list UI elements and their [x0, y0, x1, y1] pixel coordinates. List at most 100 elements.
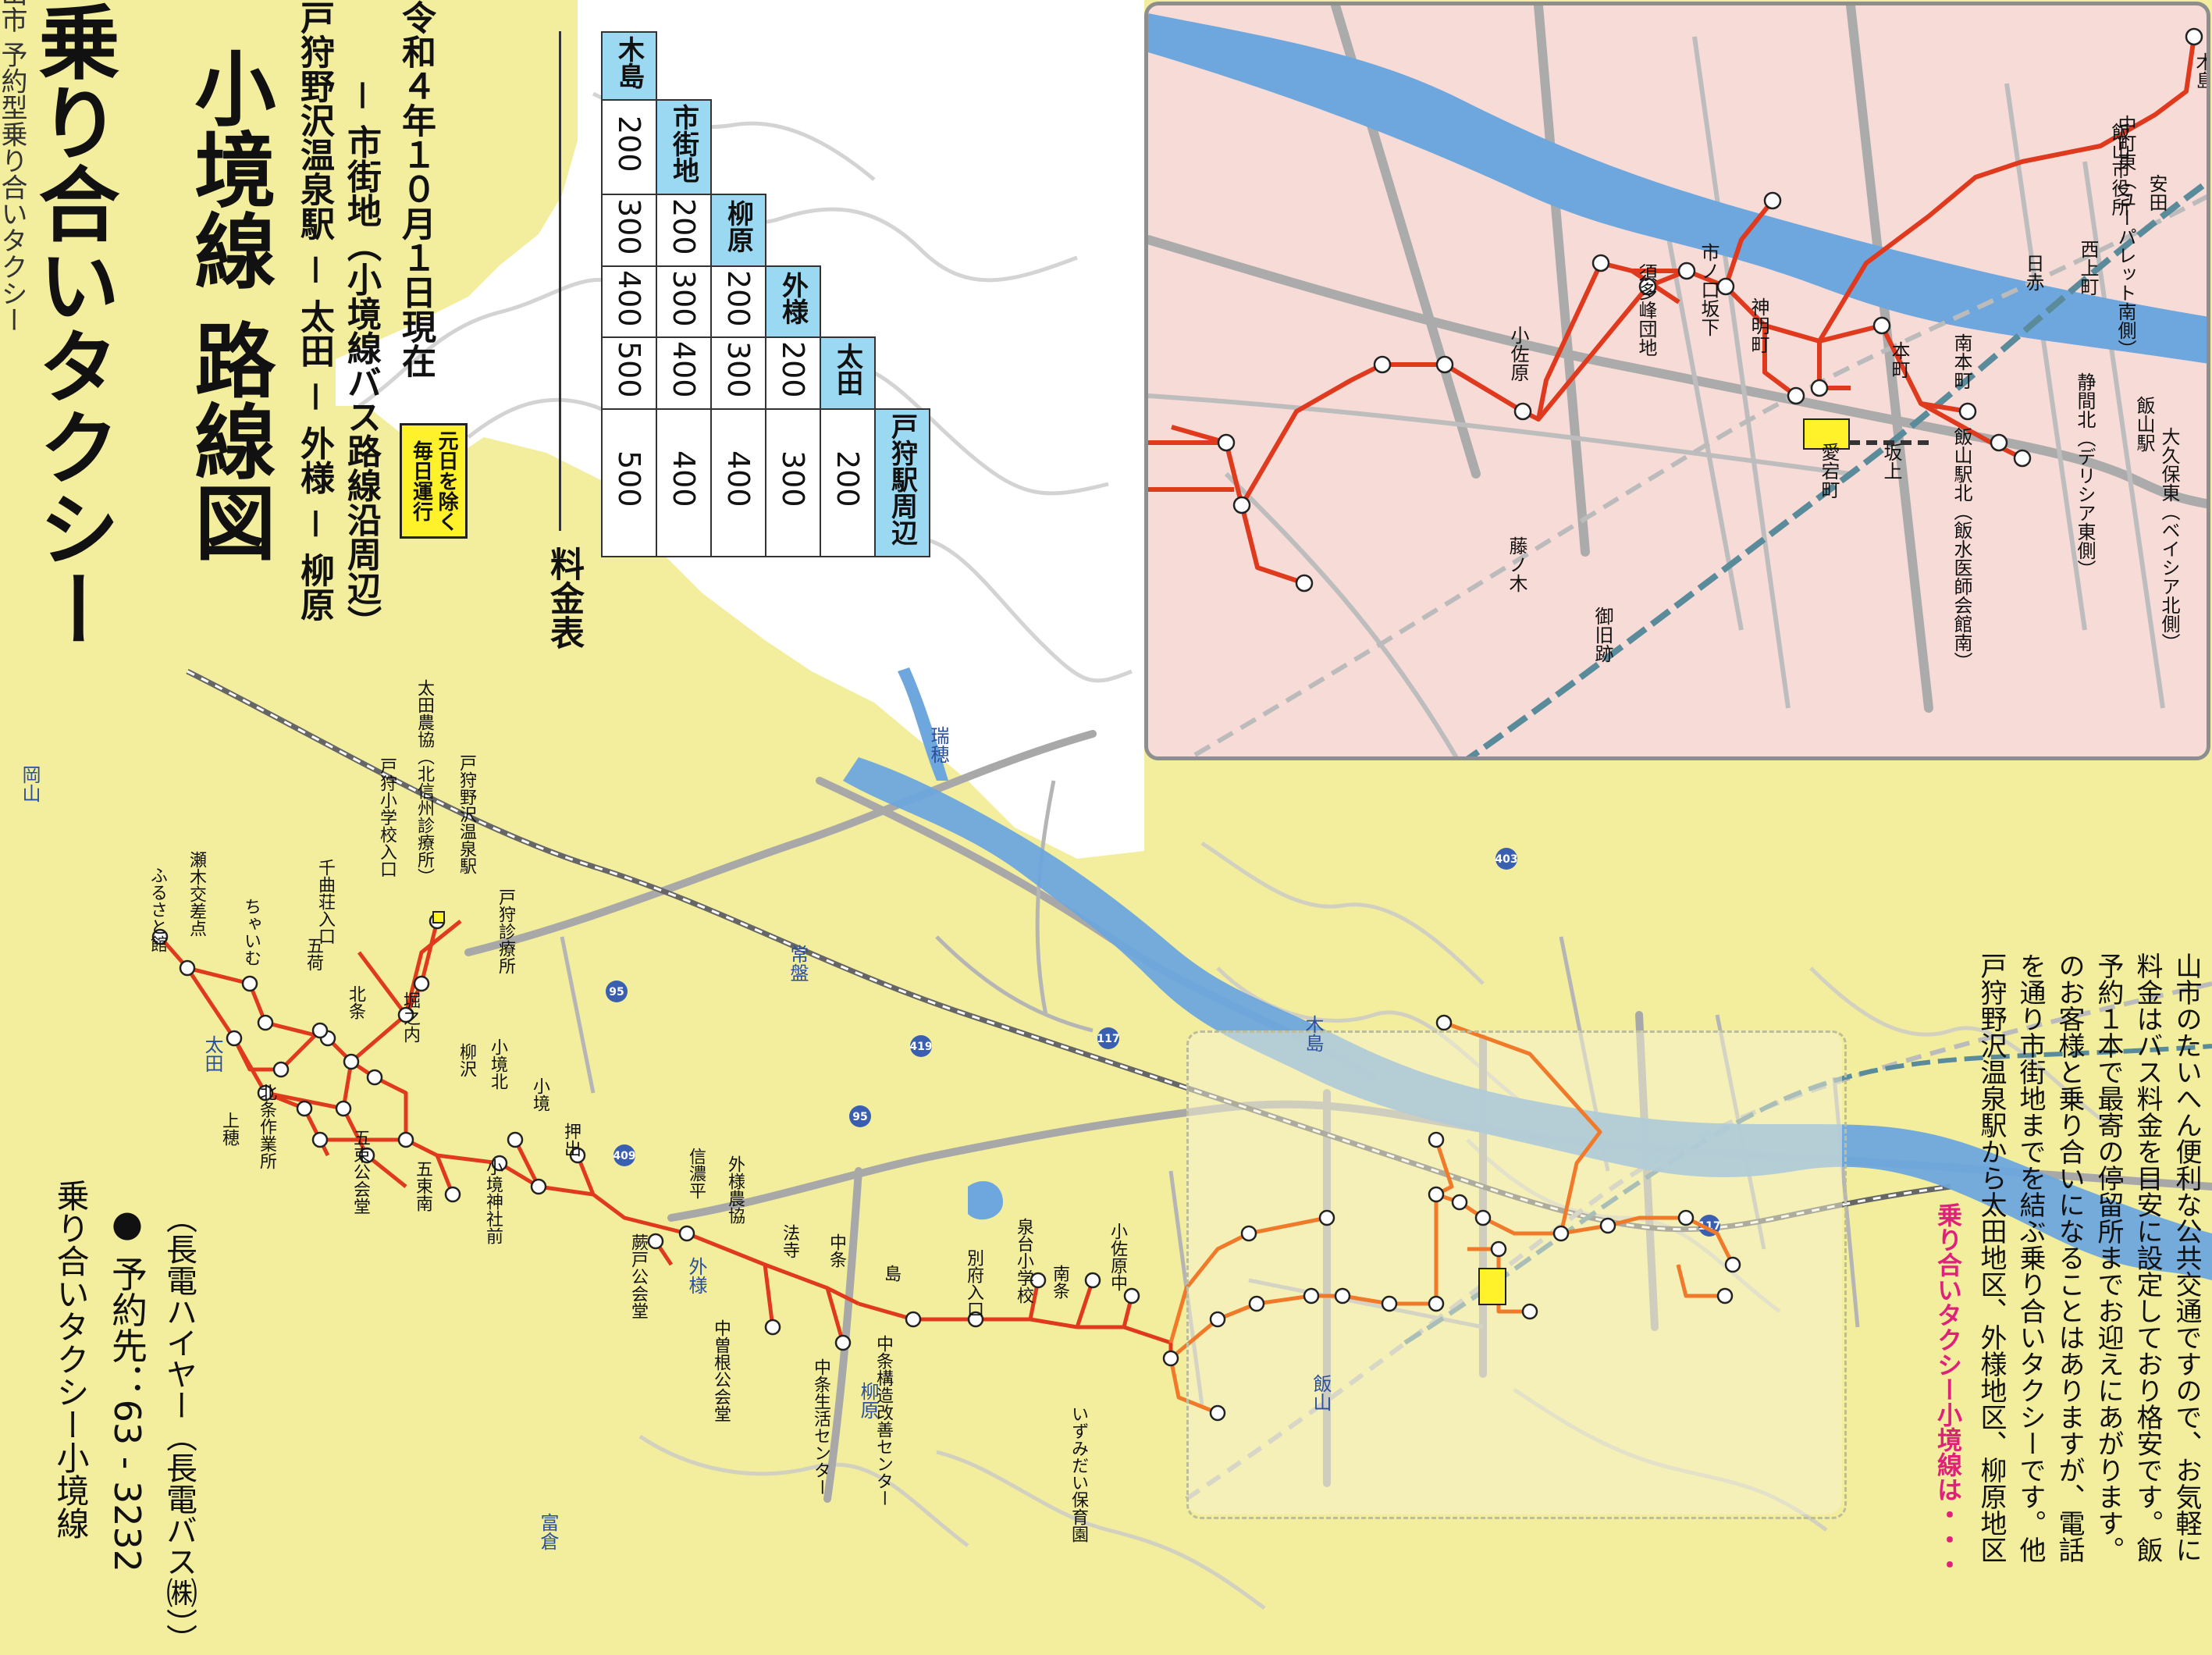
description-line-1: 戸狩野沢温泉駅から太田地区、外様地区、柳原地区	[1976, 952, 2007, 1563]
inset-stop-nakamachi-higashi: 中町東（ユーパレット南側）	[2114, 115, 2136, 358]
fare-value-cell: 500	[612, 341, 646, 398]
route-line-1: 戸狩野沢温泉駅 － 太田 － 外様 － 柳原	[294, 0, 334, 621]
stop-chikumaso: 千曲荘入口	[315, 859, 335, 945]
fare-value-cell: 400	[667, 450, 701, 507]
fare-value-cell: 300	[721, 341, 756, 398]
inset-stop-shinmeicho: 神明町	[1748, 297, 1769, 354]
fare-header-cell: 柳原	[722, 200, 754, 254]
stop-kosawara-naka: 小佐原中	[1108, 1223, 1127, 1291]
inset-stop-sakaue: 坂上	[1880, 443, 1902, 480]
page-subtitle: 小境線 路線図	[180, 47, 276, 563]
stop-yanagisawa: 柳沢	[457, 1043, 476, 1077]
page-title: 乗り合いタクシー	[24, 0, 119, 650]
inset-stop-atagocho: 愛宕町	[1818, 443, 1840, 499]
inset-stop-sudamine: 須多峰団地	[1635, 263, 1657, 357]
svg-text:95: 95	[852, 1111, 867, 1123]
stop-goka: 五荷	[304, 937, 323, 971]
area-ota: 太田	[201, 1035, 223, 1073]
stop-kozakai-shrine: 小境神社前	[483, 1158, 503, 1244]
area-yanagihara: 柳原	[857, 1382, 879, 1419]
fare-table: 木島 200 市街地 300 200 柳原 400 300 200 外様 500 400 300 200 太…	[601, 31, 930, 557]
inset-stop-fujinoki: 藤ノ木	[1506, 536, 1527, 593]
stop-warabido: 蕨戸公会堂	[628, 1233, 648, 1319]
area-iiyama: 飯山	[1310, 1374, 1332, 1411]
stop-oshide: 押出	[561, 1123, 581, 1157]
description-line-2: を通り市街地までを結ぶ乗り合いタクシーです。他	[2015, 952, 2046, 1563]
fare-title-line	[559, 31, 561, 531]
pond	[968, 1180, 1003, 1220]
route-line-2: － 市街地（小境線バス路線沿周辺）	[341, 78, 381, 640]
contact-name: 乗り合いタクシー小境線	[52, 1179, 90, 1539]
stop-chujo-center: 中条生活センター	[811, 1358, 830, 1496]
svg-text:409: 409	[613, 1150, 635, 1162]
stop-chujo-kaizen: 中条構造改善センター	[873, 1335, 893, 1507]
inset-stop-kijima: 木島	[2192, 52, 2210, 90]
stop-shinanodaira: 信濃平	[686, 1148, 706, 1199]
stop-hoji: 法寺	[780, 1224, 799, 1258]
fare-header-cell: 太田	[831, 343, 863, 397]
fare-header-cell: 戸狩駅周辺	[886, 412, 918, 546]
svg-text:95: 95	[609, 986, 624, 998]
stop-segi: 瀬木交差点	[187, 851, 206, 937]
inset-stop-shizuma-kita: 静間北（デリシア東側）	[2074, 372, 2096, 578]
stop-ota-nokyo: 太田農協（北信州診療所）	[414, 679, 434, 885]
stop-hojo-sagyosho: 北条作業所	[257, 1084, 276, 1169]
fare-value-cell: 300	[667, 269, 701, 327]
operation-badge: 元日を除く 毎日運行	[400, 423, 468, 539]
inset-map: 木島 飯山市役所 安田 日赤 西上町 本町 南本町 市ノ口坂下 須多峰団地 神明…	[1144, 2, 2210, 760]
stop-furusatokan: ふるさと館	[148, 867, 167, 952]
stop-itsuka-minami: 五束南	[413, 1160, 432, 1212]
area-tokiwa: 常盤	[787, 945, 809, 982]
inset-stop-iiyama-north: 飯山駅北（飯水医師会館南）	[1951, 427, 1972, 671]
stop-togari-station: 戸狩野沢温泉駅	[457, 754, 476, 874]
fare-value-cell: 200	[612, 115, 646, 173]
stop-kozakai: 小境	[530, 1077, 549, 1112]
fare-value-cell: 200	[776, 341, 810, 398]
stop-nanjo: 南条	[1050, 1265, 1069, 1299]
effective-date: 令和４年１０月１日現在	[396, 0, 436, 378]
area-tomikura: 富倉	[537, 1513, 559, 1550]
inset-river	[1148, 13, 2207, 364]
description-line-3: のお客様と乗り合いになることはありますが、電話	[2054, 952, 2085, 1563]
inset-stop-okubo-higashi: 大久保東（ベイシア北側）	[2158, 427, 2180, 652]
fare-value-cell: 200	[667, 198, 701, 255]
area-okayama: 岡山	[19, 765, 41, 803]
inset-stop-city-hall: 飯山市役所	[2108, 123, 2130, 216]
togari-station-marker	[432, 911, 445, 924]
inset-stop-minamihonmachi: 南本町	[1951, 333, 1972, 390]
fare-header-cell: 外様	[777, 271, 809, 325]
inset-stop-honmachi: 本町	[1888, 341, 1910, 379]
fare-header-cell: 木島	[613, 36, 645, 89]
tributary	[898, 667, 948, 781]
inset-stop-nishikamimachi: 西上町	[2077, 240, 2099, 296]
inset-stop-nisseki: 日赤	[2022, 254, 2044, 291]
stop-togari-school: 戸狩小学校入口	[377, 757, 397, 877]
fare-value-cell: 400	[667, 341, 701, 398]
fare-value-cell: 500	[612, 450, 646, 507]
city-detail-box	[1186, 1030, 1847, 1519]
top-cutoff-text: 飯山市 予約型乗り合いタクシー	[0, 0, 27, 333]
svg-text:117: 117	[1097, 1033, 1119, 1045]
stop-chaimu: ちゃいむ	[241, 898, 261, 966]
svg-text:403: 403	[1495, 853, 1517, 866]
description-line-5: 料金はバス料金を目安に設定しており格安です。飯	[2132, 952, 2163, 1563]
fare-value-cell: 200	[830, 450, 865, 507]
fare-value-cell: 400	[612, 269, 646, 327]
fare-header-cell: 市街地	[667, 104, 699, 183]
stop-hojo: 北条	[346, 985, 365, 1020]
chikuma-river	[843, 757, 2212, 1280]
fare-table-title: 料金表	[544, 546, 584, 650]
inset-stop-yasuda: 安田	[2146, 174, 2168, 212]
contact-phone[interactable]: ● 予約先：63 - 3232	[106, 1202, 148, 1573]
stop-izumidai-nursery: いずみだい保育園	[1069, 1405, 1088, 1543]
stop-chujo: 中条	[827, 1233, 846, 1268]
description-line-4: 予約１本で最寄の停留所までお迎えにあがります。	[2093, 952, 2124, 1563]
stop-shima: 島	[881, 1265, 901, 1282]
inset-stop-gokyuseki: 御旧跡	[1591, 607, 1613, 663]
fare-value-cell: 300	[776, 450, 810, 507]
fare-value-cell: 200	[721, 269, 756, 327]
inset-stop-iiyama-station: 飯山駅	[2133, 396, 2155, 452]
fare-value-cell: 300	[612, 198, 646, 255]
iiyama-station-marker	[1478, 1268, 1506, 1305]
